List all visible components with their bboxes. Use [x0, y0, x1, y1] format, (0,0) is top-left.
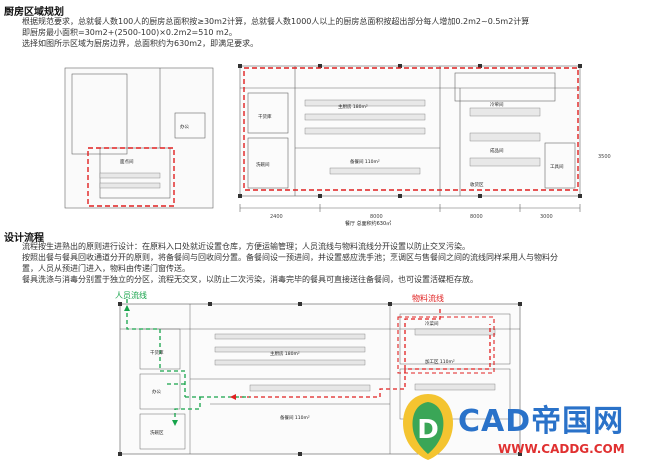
room2-cold: 冷菜间: [425, 320, 439, 327]
section1-line-2: 即厨房最小面积=30m2+(2500-100)×0.2m2=510 m2。: [22, 28, 237, 37]
person-flow-line: [126, 299, 250, 424]
room2-wash: 洗碗区: [150, 429, 164, 436]
material-flow-zone: [397, 316, 495, 374]
room-prep: 备餐间 110m²: [350, 158, 380, 165]
watermark-brand: CAD帝国网: [458, 404, 625, 439]
room-dry-store: 干货库: [258, 113, 272, 120]
dim-1: 2400: [270, 214, 283, 220]
room-tool: 工具间: [550, 163, 564, 170]
section1-line-3: 选择如图所示区域为厨房边界，总面积约为630m2，即满足要求。: [22, 39, 259, 48]
material-flow-arrow: [230, 394, 236, 400]
plan1-bottom-label: 餐厅 总面积约630㎡: [345, 220, 391, 227]
room2-office: 办公: [152, 388, 161, 395]
dim-5: 3500: [598, 154, 611, 160]
dim-3: 8000: [470, 214, 483, 220]
section2-title: 设计流程: [4, 233, 44, 244]
person-flow-arrow: [124, 305, 130, 311]
room-dish-wash: 洗碗间: [256, 161, 270, 168]
room-office: 办公: [180, 123, 189, 130]
room2-main-kitchen: 主厨房 180m²: [270, 350, 300, 357]
section2-line-1: 流程按生进熟出的原则进行设计：在原料入口处就近设置仓库，方便运输管理；人员流线与…: [22, 242, 470, 251]
watermark-url: WWW.CADDG.COM: [498, 442, 625, 456]
section2-line-2: 按照出餐与餐具回收通道分开的原则，将备餐间与回收间分置。备餐间设一预进间，并设置…: [22, 253, 558, 262]
kitchen-boundary-annex: [87, 147, 175, 207]
section1-line-1: 根据规范要求，总就餐人数100人的厨房总面积按≥30m2计算，总就餐人数1000…: [22, 17, 530, 26]
room2-finish: 加工区 110m²: [425, 358, 455, 365]
watermark-logo-icon: D: [403, 394, 453, 460]
kitchen-plan-2: 人员流线 物料流线 主厨房 180m² 备餐间 110m² 冷菜间 加工区 11…: [115, 290, 522, 456]
room-cold: 冷荤间: [490, 101, 504, 108]
room2-dry: 干货库: [150, 349, 164, 356]
legend-material-flow: 物料流线: [412, 293, 444, 303]
section2-line-3: 置，人员从预进门进入，物料由传递门窗传送。: [22, 264, 190, 273]
kitchen-boundary-main: [243, 67, 579, 191]
dim-4: 3000: [540, 214, 553, 220]
room-finish: 成品间: [490, 147, 504, 154]
watermark: D CAD帝国网 WWW.CADDG.COM: [398, 388, 648, 468]
legend-person-flow: 人员流线: [115, 290, 147, 300]
room-bread: 面点间: [120, 158, 134, 165]
section2-line-4: 餐具洗涤与消毒分别置于独立的分区，流程无交叉，以防止二次污染，消毒完毕的餐具可直…: [22, 275, 478, 284]
room-main-kitchen: 主厨房 180m²: [338, 103, 368, 110]
svg-text:D: D: [417, 415, 439, 445]
room2-prep: 备餐间 110m²: [280, 414, 310, 421]
kitchen-plan-1: 主厨房 180m² 备餐间 110m² 冷荤间 干货库 洗碗间 办公 面点间 成…: [64, 64, 611, 227]
dim-2: 8000: [370, 214, 383, 220]
person-flow-arrow: [172, 420, 178, 426]
section1-title: 厨房区域规划: [4, 7, 64, 18]
room-receive: 收货区: [470, 181, 484, 188]
